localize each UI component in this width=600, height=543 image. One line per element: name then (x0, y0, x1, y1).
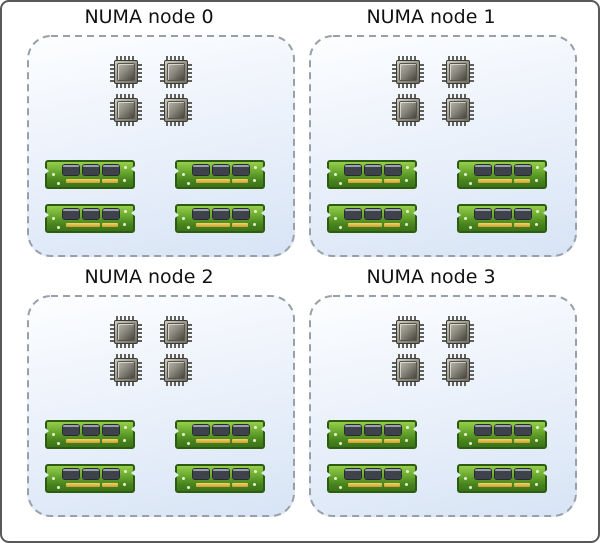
ram-group (303, 160, 571, 233)
cpu-chip-icon (160, 354, 192, 386)
cpu-chip-icon (442, 56, 474, 88)
ram-group (21, 420, 289, 493)
ram-module-icon (175, 420, 265, 449)
numa-node-2: NUMA node 2 (27, 265, 295, 517)
numa-node-1-box (309, 35, 577, 257)
ram-module-icon (45, 204, 135, 233)
cpu-group (17, 35, 285, 126)
cpu-group (17, 295, 285, 386)
cpu-group (299, 295, 567, 386)
ram-module-icon (175, 160, 265, 189)
cpu-chip-icon (442, 94, 474, 126)
numa-node-2-label: NUMA node 2 (84, 266, 214, 288)
numa-node-3-box (309, 295, 577, 517)
cpu-group (299, 35, 567, 126)
cpu-chip-icon (110, 316, 142, 348)
cpu-chip-icon (110, 94, 142, 126)
numa-node-1: NUMA node 1 (309, 5, 577, 257)
cpu-chip-icon (392, 354, 424, 386)
cpu-chip-icon (392, 56, 424, 88)
ram-module-icon (457, 204, 547, 233)
numa-node-0: NUMA node 0 (27, 5, 295, 257)
ram-module-icon (327, 464, 417, 493)
ram-module-icon (457, 160, 547, 189)
cpu-chip-icon (392, 94, 424, 126)
cpu-chip-icon (392, 316, 424, 348)
cpu-chip-icon (110, 56, 142, 88)
ram-module-icon (457, 464, 547, 493)
cpu-chip-icon (442, 316, 474, 348)
ram-module-icon (327, 160, 417, 189)
ram-group (21, 160, 289, 233)
cpu-chip-icon (160, 316, 192, 348)
cpu-chip-icon (110, 354, 142, 386)
ram-module-icon (175, 204, 265, 233)
numa-node-2-box (27, 295, 295, 517)
numa-node-3-label: NUMA node 3 (366, 266, 496, 288)
ram-module-icon (327, 204, 417, 233)
numa-node-0-box (27, 35, 295, 257)
numa-node-0-label: NUMA node 0 (84, 6, 214, 28)
ram-module-icon (45, 464, 135, 493)
ram-module-icon (45, 420, 135, 449)
ram-module-icon (327, 420, 417, 449)
ram-module-icon (45, 160, 135, 189)
cpu-chip-icon (160, 56, 192, 88)
cpu-chip-icon (442, 354, 474, 386)
numa-node-3: NUMA node 3 (309, 265, 577, 517)
cpu-chip-icon (160, 94, 192, 126)
numa-node-1-label: NUMA node 1 (366, 6, 496, 28)
ram-group (303, 420, 571, 493)
ram-module-icon (457, 420, 547, 449)
ram-module-icon (175, 464, 265, 493)
